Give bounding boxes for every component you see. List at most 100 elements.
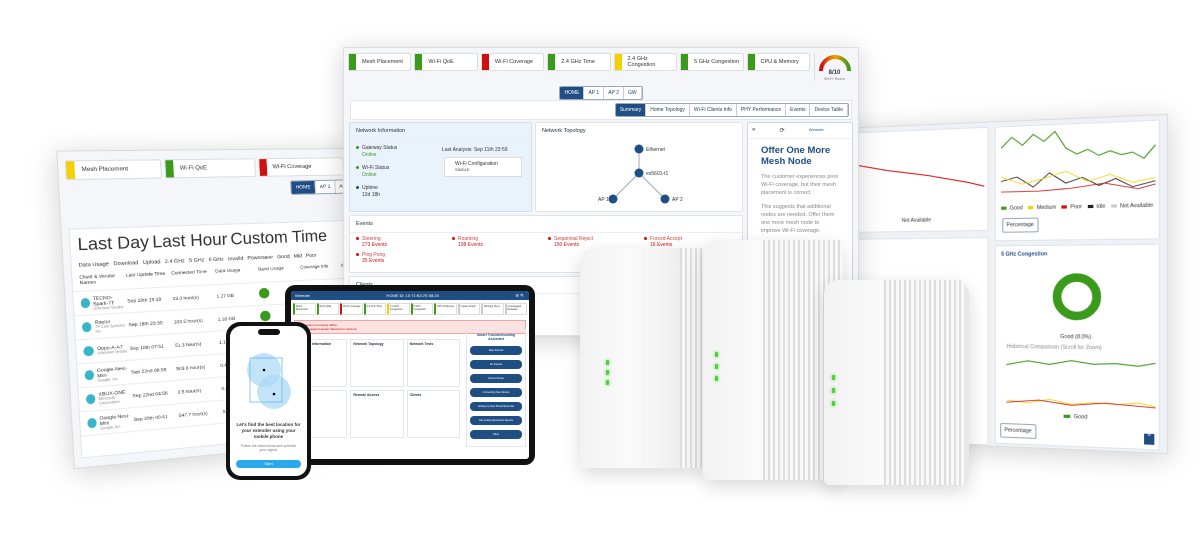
troubleshoot-button[interactable]: Setting Up New Router/Extender — [470, 402, 522, 411]
segment-last-hour[interactable]: Last Hour — [152, 231, 228, 253]
wifi-config-value: SINGLE — [455, 167, 511, 172]
legend-item: Poor — [1062, 204, 1082, 211]
legend-item: 5 GHz — [189, 257, 205, 264]
cell-update: Sep 18th 19:19 — [127, 296, 173, 304]
segment-device-table[interactable]: Device Table — [810, 104, 848, 116]
mesh-router-right — [824, 280, 969, 485]
cell-update: Sep 18th 23:30 — [128, 319, 173, 327]
legend-item: Mid — [294, 253, 302, 259]
column-header[interactable]: Band Usage — [258, 265, 300, 277]
legend-item: Medium — [1028, 205, 1056, 212]
cell-connected: 51.3 hour(s) — [175, 340, 219, 348]
legend-item: Not Available — [1111, 202, 1153, 209]
collapse-icon[interactable]: « — [752, 127, 755, 134]
tablet-kpi[interactable]: Wrongly Steer — [481, 303, 504, 315]
tablet-kpi[interactable]: Impact Check — [458, 303, 481, 315]
vendor-name: Unknown Vendor — [97, 349, 127, 355]
topology-graph — [536, 123, 744, 213]
kpi-card[interactable]: Wi-Fi QoE — [164, 158, 256, 178]
legend-item: Upload — [143, 259, 161, 266]
tablet-kpi[interactable]: 2.4 GHz Congestion — [387, 303, 410, 315]
segment-home-topology[interactable]: Home Topology — [646, 104, 690, 116]
segment-ap-2[interactable]: AP 2 — [604, 87, 624, 99]
segment-wi-fi-clients-info[interactable]: Wi-Fi Clients Info — [690, 104, 737, 116]
kpi-card[interactable]: Wi-Fi Coverage — [481, 53, 544, 71]
legend-item: Data Usage — [79, 261, 110, 269]
troubleshoot-button[interactable]: Connecting New Device — [470, 388, 522, 397]
tablet-kpi[interactable]: Wi-Fi Coverage — [340, 303, 363, 315]
percentage-button-2[interactable]: Percentage — [1000, 423, 1036, 439]
segment-last-day[interactable]: Last Day — [77, 234, 149, 256]
percentage-button[interactable]: Percentage — [1002, 218, 1038, 233]
segment-custom-time[interactable]: Custom Time — [230, 228, 327, 250]
kpi-card[interactable]: Mesh Placement — [348, 53, 411, 71]
troubleshoot-button[interactable]: Internet Drops — [470, 374, 522, 383]
topology-ap1: AP 1 — [598, 197, 609, 203]
segment-summary[interactable]: Summary — [616, 104, 646, 116]
refresh-icon[interactable]: ⟳ — [780, 127, 785, 134]
topology-ethernet: Ethernet — [646, 147, 665, 153]
segment-events[interactable]: Events — [786, 104, 810, 116]
legend-item: Good — [277, 254, 290, 261]
troubleshoot-button[interactable]: No Internet — [470, 360, 522, 369]
tablet-kpi[interactable]: 2.4 GHz Time — [364, 303, 387, 315]
troubleshoot-button[interactable]: Not Getting Advertised Speeds — [470, 416, 522, 425]
cell-update: Sep 18th 07:51 — [130, 343, 175, 351]
column-header[interactable]: Coverage Info — [300, 263, 341, 275]
wifi-status-value: Online — [362, 172, 397, 179]
column-header[interactable]: Connected Time — [171, 268, 216, 281]
device-icon — [85, 370, 94, 380]
segment-phy-performance[interactable]: PHY Performance — [737, 104, 786, 116]
kpi-label: Mesh Placement — [81, 166, 128, 173]
kpi-card[interactable]: 5 GHz Congestion — [680, 53, 743, 71]
line-chart-top-right — [996, 121, 1161, 201]
tablet-kpi[interactable]: Wi-Fi QoE — [317, 303, 340, 315]
vendor-name: TP-Link Systems Inc — [95, 323, 129, 334]
column-header[interactable]: Last Update Time — [126, 270, 172, 283]
column-header[interactable]: Client & Vendor Names — [79, 272, 126, 285]
column-header[interactable]: Data Usage — [215, 266, 258, 278]
tablet-kpi[interactable]: Unmanaged Repeater — [505, 303, 528, 315]
congestion-5ghz-title: 5 GHz Congestion — [996, 245, 1159, 263]
legend-good: Good — [1074, 414, 1088, 421]
segment-home[interactable]: HOME — [560, 87, 584, 99]
kpi-label: Wi-Fi Coverage — [495, 59, 533, 65]
wifi-configuration-dropdown[interactable]: Wi-Fi ConfigurationSINGLE — [444, 157, 522, 177]
last-analysis: Last Analysis: Sep 11th 23:59 — [442, 147, 508, 153]
legend-item: Powersave — [247, 254, 273, 261]
segment-ap-1[interactable]: AP 1 — [584, 87, 604, 99]
status-indicator — [415, 54, 422, 70]
kpi-card[interactable]: CPU & Memory — [747, 53, 810, 71]
segment-ap-1[interactable]: AP 1 — [315, 181, 335, 194]
phone-device: Let's find the best location for your ex… — [226, 322, 311, 480]
scroll-top-button[interactable]: ^ — [1144, 434, 1154, 445]
kpi-card[interactable]: 2.4 GHz Time — [547, 53, 610, 71]
device-icon — [86, 394, 96, 405]
kpi-label: Wi-Fi QoE — [428, 59, 453, 65]
troubleshoot-button[interactable]: Other — [470, 430, 522, 439]
band-usage-pie — [259, 288, 270, 299]
tablet-kpi[interactable]: Mesh Placement — [293, 303, 316, 315]
tablet-section: Remote Access — [350, 390, 403, 438]
phone-start-button[interactable]: Start — [236, 460, 301, 468]
legend-item: 2.4 GHz — [165, 258, 185, 265]
event-item: Roaming108 Events — [452, 236, 544, 248]
tablet-assistant-title: Smart Troubleshooting Assistant — [470, 333, 522, 341]
event-count: 108 Events — [458, 242, 544, 248]
segment-gw[interactable]: GW — [624, 87, 642, 99]
kpi-card[interactable]: Mesh Placement — [65, 159, 162, 180]
kpi-card[interactable]: Wi-Fi QoE — [414, 53, 477, 71]
segment-home[interactable]: HOME — [291, 181, 316, 194]
event-item: Sequential Reject150 Events — [548, 236, 640, 248]
kpi-card[interactable]: Wi-Fi Coverage — [258, 157, 345, 177]
wifi-score-gauge: 8/10 Wi-Fi Score — [814, 53, 854, 81]
tablet-kpi[interactable]: CPU & Memory — [434, 303, 457, 315]
assistant-title: Offer One More Mesh Node — [748, 139, 852, 173]
topology-gateway: ex5601-t1 — [646, 171, 668, 177]
kpi-label: 2.4 GHz Congestion — [628, 56, 677, 68]
troubleshoot-button[interactable]: Slow Internet — [470, 346, 522, 355]
tablet-section: Clients — [407, 390, 460, 438]
network-topology-card: Network Topology Ethernet ex5601-t1 AP 1… — [535, 122, 743, 212]
tablet-kpi[interactable]: 5 GHz Congestion — [411, 303, 434, 315]
kpi-card[interactable]: 2.4 GHz Congestion — [614, 53, 677, 71]
